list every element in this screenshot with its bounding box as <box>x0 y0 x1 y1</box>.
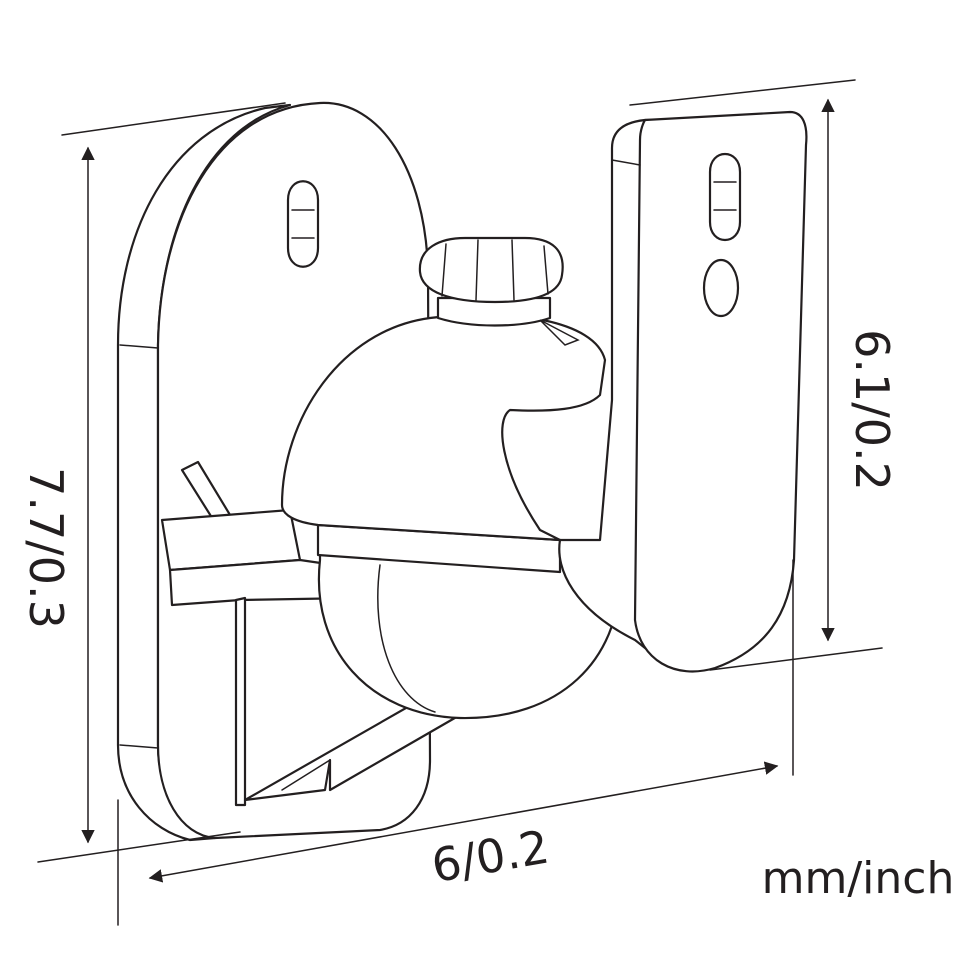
dimension-height-total-label: 7.7/0.3 <box>19 467 73 629</box>
speaker-slot <box>708 153 742 241</box>
ball-joint <box>280 236 622 720</box>
speaker-plate <box>558 110 808 673</box>
dimension-depth-label: 6/0.2 <box>427 819 553 893</box>
support-arm <box>160 460 462 807</box>
adjustment-knob <box>436 296 552 327</box>
speaker-hole <box>702 258 740 318</box>
dimension-height-arm-label: 6.1/0.2 <box>845 329 899 491</box>
dimension-height-arm: 6.1/0.2 <box>629 79 899 671</box>
mounting-slot <box>286 180 320 268</box>
units-label: mm/inch <box>762 853 955 904</box>
